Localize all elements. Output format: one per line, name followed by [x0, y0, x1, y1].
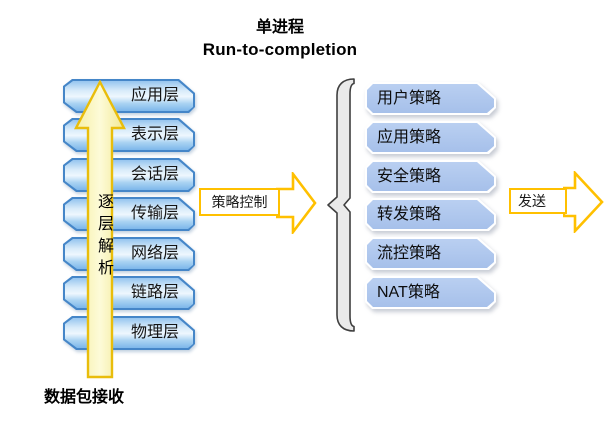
policy-box-bg	[367, 278, 494, 307]
policy-label: 转发策略	[377, 206, 442, 223]
policy-label: NAT策略	[377, 284, 440, 301]
osi-layer-label: 应用层	[130, 87, 179, 104]
osi-layer-box-bg	[65, 278, 193, 308]
policy-box-bg	[367, 239, 494, 268]
osi-layer-label: 链路层	[130, 284, 179, 301]
policy-box: 用户策略	[365, 82, 496, 115]
osi-layer-label: 网络层	[130, 245, 179, 262]
osi-layer-label: 表示层	[130, 126, 179, 143]
page-title: 单进程 Run-to-completion	[150, 13, 410, 60]
osi-layer-box: 传输层	[63, 197, 195, 231]
osi-layer-box-bg	[65, 160, 193, 190]
osi-layer-label: 会话层	[130, 166, 179, 183]
send-label-box: 发送	[509, 188, 567, 214]
policy-box: 应用策略	[365, 121, 496, 154]
policy-control-label-box: 策略控制	[199, 188, 280, 216]
title-line-en: Run-to-completion	[202, 40, 358, 59]
send-right-arrow-icon	[563, 171, 604, 233]
osi-layer-box: 应用层	[63, 79, 195, 113]
policy-box-bg	[367, 162, 494, 191]
policy-box: 安全策略	[365, 160, 496, 193]
osi-layer-box: 表示层	[63, 118, 195, 152]
osi-layer-box-bg	[65, 199, 193, 229]
policy-control-right-arrow-icon	[276, 172, 317, 234]
osi-layer-box-bg	[65, 239, 193, 269]
osi-layer-box-bg	[65, 318, 193, 348]
policy-box-bg	[367, 84, 494, 113]
osi-layer-box: 网络层	[63, 237, 195, 271]
policy-label: 安全策略	[377, 168, 442, 185]
osi-layer-label: 传输层	[130, 205, 179, 222]
policy-box: 流控策略	[365, 237, 496, 270]
policy-label: 用户策略	[377, 90, 442, 107]
osi-layer-box: 会话层	[63, 158, 195, 192]
brace-icon	[327, 78, 355, 332]
policy-box-bg	[367, 123, 494, 152]
policy-box-bg	[367, 200, 494, 229]
packet-receive-label: 数据包接收	[44, 389, 125, 406]
osi-layer-label: 物理层	[130, 324, 179, 341]
policy-label: 流控策略	[377, 245, 442, 262]
osi-layer-box: 链路层	[63, 276, 195, 310]
up-arrow-icon	[74, 80, 126, 379]
title-line-cn: 单进程	[255, 19, 304, 36]
policy-box: 转发策略	[365, 198, 496, 231]
parse-direction-label: 逐层解析	[95, 193, 112, 281]
osi-layer-box: 物理层	[63, 316, 195, 350]
policy-label: 应用策略	[377, 129, 442, 146]
policy-box: NAT策略	[365, 276, 496, 309]
